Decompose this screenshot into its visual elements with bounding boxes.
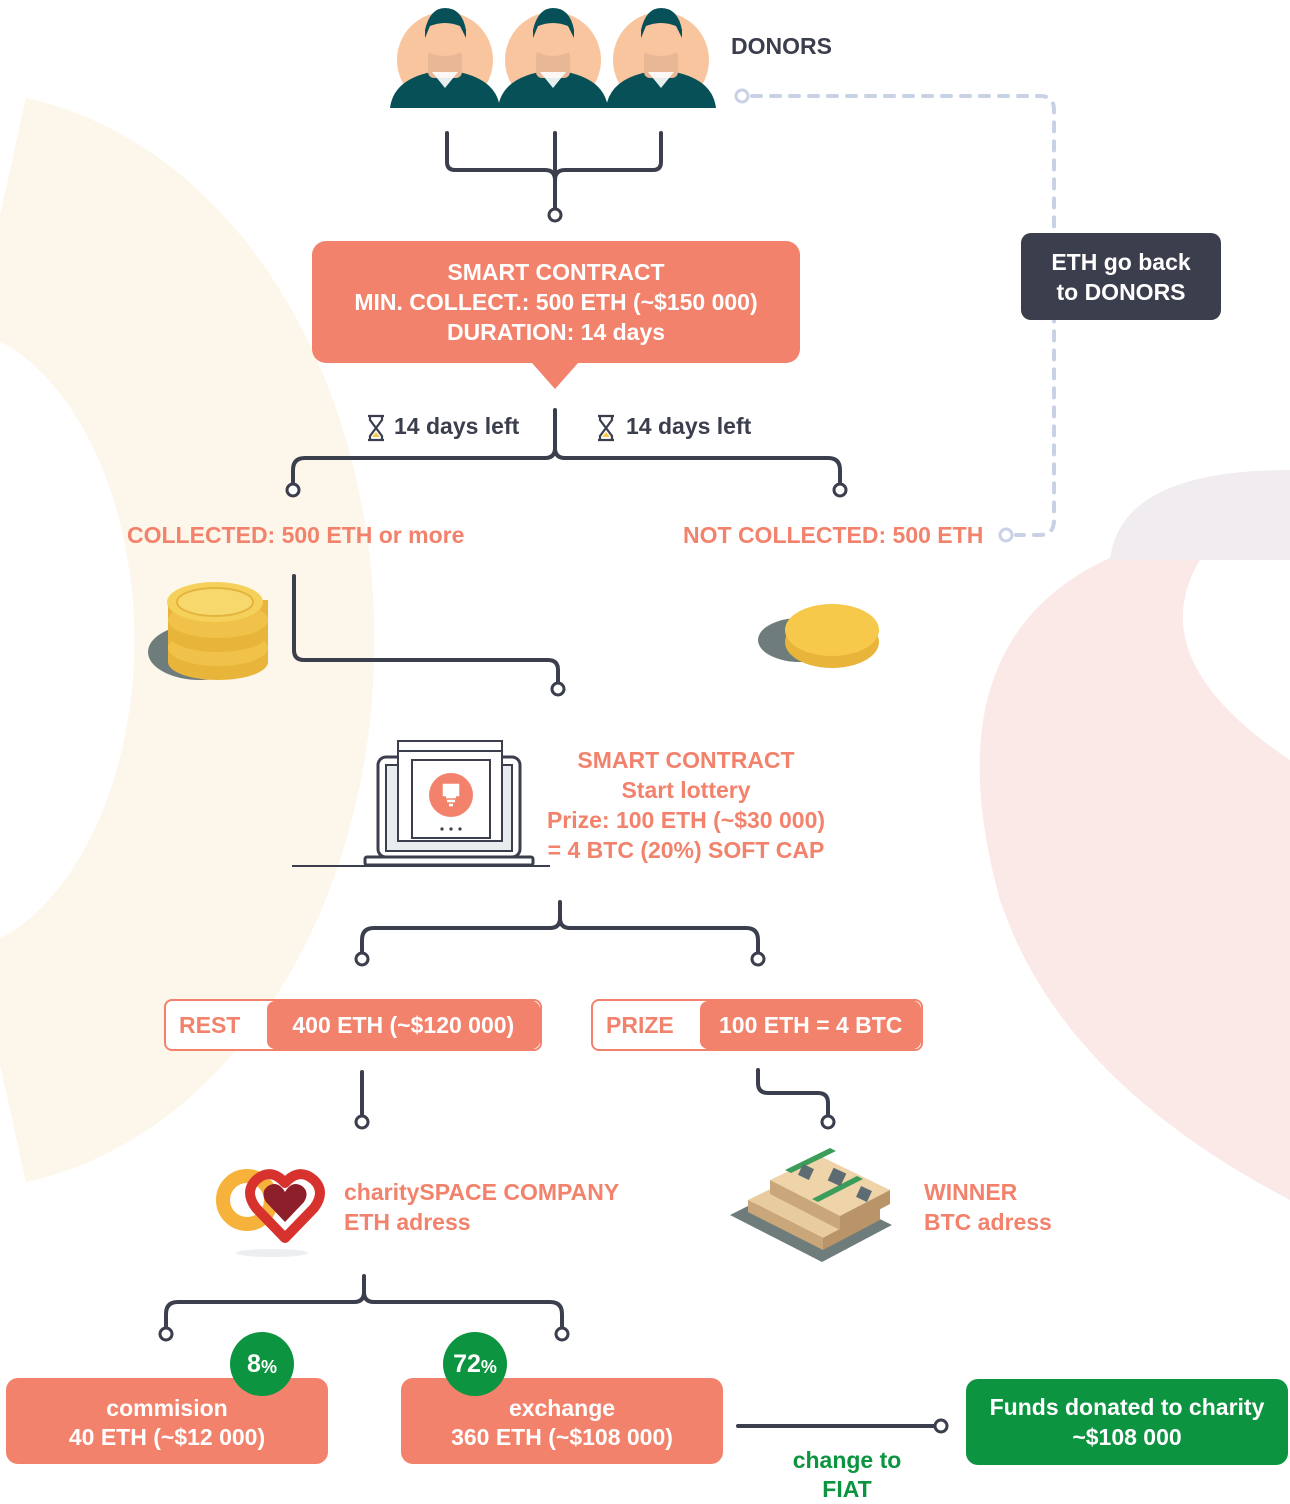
prize-label: PRIZE bbox=[606, 1011, 674, 1038]
funds-box: Funds donated to charity ~$108 000 bbox=[966, 1379, 1288, 1465]
timer-bracket bbox=[291, 408, 842, 484]
connector-node bbox=[354, 1114, 370, 1130]
rest-label: REST bbox=[179, 1011, 241, 1038]
connector-node bbox=[354, 951, 370, 967]
timer-left-label: 14 days left bbox=[394, 413, 520, 439]
lottery-contract-text: SMART CONTRACT Start lottery Prize: 100 … bbox=[530, 745, 842, 865]
background-arc-right-inner bbox=[1110, 470, 1290, 560]
dashed-node-bottom bbox=[998, 527, 1014, 543]
connector-node bbox=[547, 207, 563, 223]
commission-label: commision bbox=[106, 1395, 228, 1421]
charity-bracket bbox=[164, 1274, 564, 1328]
funds-amount: ~$108 000 bbox=[1072, 1424, 1182, 1450]
collected-label: COLLECTED: 500 ETH or more bbox=[127, 522, 465, 548]
eth-go-back-line2: to DONORS bbox=[1056, 278, 1186, 305]
exchange-percent: 72 bbox=[453, 1349, 481, 1378]
exchange-label: exchange bbox=[508, 1395, 616, 1421]
connector-node bbox=[158, 1326, 174, 1342]
exchange-box: exchange 360 ETH (~$108 000) bbox=[401, 1378, 723, 1464]
collected-connector bbox=[292, 574, 560, 683]
exchange-percent-badge: 72% bbox=[443, 1332, 507, 1396]
rest-value: 400 ETH (~$120 000) bbox=[266, 1001, 540, 1049]
donors-bracket bbox=[445, 131, 663, 210]
commission-percent-badge: 8% bbox=[230, 1332, 294, 1396]
lottery-prize: Prize: 100 ETH (~$30 000) bbox=[546, 807, 826, 833]
commission-percent: 8 bbox=[247, 1349, 261, 1378]
connector-node bbox=[820, 1114, 836, 1130]
connector-node bbox=[285, 482, 301, 498]
smart-contract-title: SMART CONTRACT bbox=[447, 259, 665, 285]
connector-node bbox=[550, 681, 566, 697]
donor-avatar-icon bbox=[390, 8, 500, 108]
smart-contract-box: SMART CONTRACT MIN. COLLECT.: 500 ETH (~… bbox=[312, 241, 800, 363]
not-collected-label: NOT COLLECTED: 500 ETH bbox=[683, 522, 984, 548]
smart-contract-min-collect: MIN. COLLECT.: 500 ETH (~$150 000) bbox=[354, 289, 758, 315]
funds-label: Funds donated to charity bbox=[989, 1394, 1265, 1420]
eth-go-back-box: ETH go back to DONORS bbox=[1021, 233, 1221, 320]
rest-pill: REST 400 ETH (~$120 000) bbox=[164, 999, 542, 1051]
donor-avatar-icon bbox=[606, 8, 716, 108]
background-arc-right bbox=[979, 520, 1290, 1200]
commission-box: commision 40 ETH (~$12 000) bbox=[6, 1378, 328, 1464]
dashed-node-top bbox=[734, 88, 750, 104]
charity-company: charitySPACE COMPANY bbox=[344, 1179, 620, 1205]
coin-stack-icon bbox=[148, 582, 268, 680]
exchange-amount: 360 ETH (~$108 000) bbox=[451, 1424, 673, 1450]
hourglass-icon bbox=[598, 414, 614, 442]
connector-node bbox=[832, 482, 848, 498]
charity-text: charitySPACE COMPANY ETH adress bbox=[344, 1177, 619, 1237]
percent-sign: % bbox=[480, 1356, 497, 1377]
donors-label: DONORS bbox=[731, 33, 832, 59]
eth-go-back-line1: ETH go back bbox=[1051, 248, 1191, 275]
timer-right-label: 14 days left bbox=[626, 413, 752, 439]
connector-node bbox=[554, 1326, 570, 1342]
winner-btc-address: BTC adress bbox=[924, 1209, 1052, 1235]
lottery-start: Start lottery bbox=[621, 777, 751, 803]
laptop-icon bbox=[292, 740, 550, 867]
donor-avatar-icon bbox=[498, 8, 608, 108]
fiat-label: change to FIAT bbox=[780, 1446, 914, 1504]
percent-sign: % bbox=[260, 1356, 277, 1377]
hourglass-icon bbox=[368, 414, 384, 442]
smart-contract-pointer bbox=[532, 363, 578, 389]
prize-pill: PRIZE 100 ETH = 4 BTC bbox=[591, 999, 923, 1051]
prize-value: 100 ETH = 4 BTC bbox=[700, 1001, 921, 1049]
charity-eth-address: ETH adress bbox=[344, 1209, 471, 1235]
lottery-title: SMART CONTRACT bbox=[577, 747, 795, 773]
commission-amount: 40 ETH (~$12 000) bbox=[68, 1424, 266, 1450]
cash-bundle-icon bbox=[730, 1148, 892, 1262]
connector-node bbox=[750, 951, 766, 967]
winner-label: WINNER bbox=[924, 1179, 1018, 1205]
fiat-line1: change to bbox=[792, 1447, 902, 1473]
winner-text: WINNER BTC adress bbox=[924, 1177, 1052, 1237]
charity-logo-icon bbox=[216, 1169, 325, 1257]
connector-node bbox=[933, 1418, 949, 1434]
smart-contract-duration: DURATION: 14 days bbox=[446, 319, 666, 345]
coin-icon bbox=[758, 604, 879, 668]
lottery-bracket bbox=[360, 900, 760, 953]
prize-connector bbox=[756, 1068, 830, 1116]
lottery-soft-cap: = 4 BTC (20%) SOFT CAP bbox=[547, 837, 825, 863]
fiat-line2: FIAT bbox=[822, 1476, 872, 1502]
